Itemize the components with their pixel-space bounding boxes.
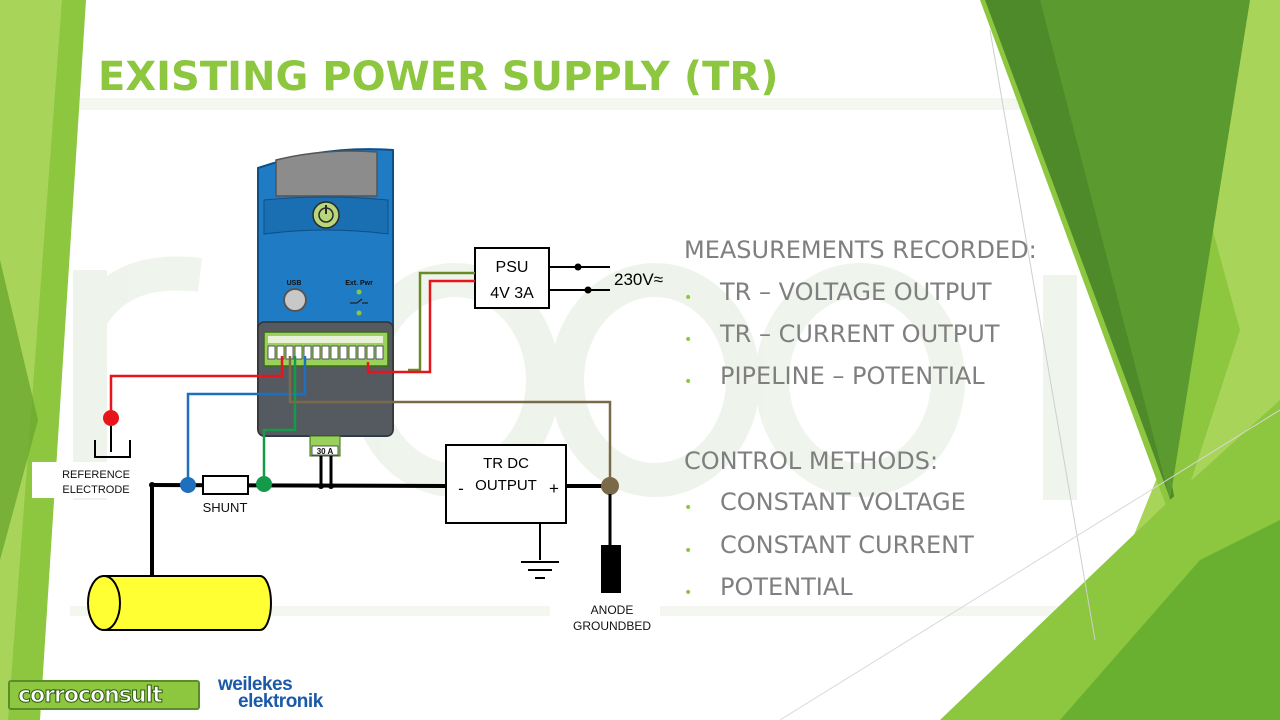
power-button-icon bbox=[312, 201, 340, 229]
brown-node bbox=[601, 477, 619, 495]
control-item-text: CONSTANT VOLTAGE bbox=[720, 488, 966, 516]
ref-electrode-line2: ELECTRODE bbox=[62, 484, 129, 496]
tr-line1: TR DC bbox=[483, 455, 529, 472]
control-item-text: CONSTANT CURRENT bbox=[720, 531, 974, 559]
mains-label: 230V≈ bbox=[614, 270, 663, 289]
psu-wire-olive bbox=[408, 271, 475, 372]
slide-title: EXISTING POWER SUPPLY (TR) bbox=[98, 54, 779, 100]
weilekes-logo-line2: elektronik bbox=[238, 691, 323, 712]
wire-red bbox=[109, 356, 284, 410]
wire-green bbox=[262, 356, 297, 484]
anode-line1: ANODE bbox=[591, 603, 634, 617]
measurement-item-text: TR – CURRENT OUTPUT bbox=[720, 320, 1000, 348]
device-display bbox=[275, 150, 378, 197]
green-node bbox=[256, 476, 272, 492]
pipeline bbox=[87, 575, 272, 631]
corroconsult-logo: corroconsult bbox=[8, 680, 200, 710]
wire-blue bbox=[186, 356, 307, 484]
tr-minus: - bbox=[458, 479, 464, 498]
measurements-heading: MEASUREMENTS RECORDED: bbox=[684, 236, 1037, 264]
control-item-text: POTENTIAL bbox=[720, 573, 853, 601]
measurement-item-text: PIPELINE – POTENTIAL bbox=[720, 362, 985, 390]
usb-label: USB bbox=[287, 280, 302, 287]
measurement-item-text: TR – VOLTAGE OUTPUT bbox=[720, 278, 992, 306]
psu-line2: 4V 3A bbox=[490, 285, 534, 302]
logger-device: USB Ext. Pwr 30 A bbox=[257, 148, 394, 457]
left-stripe-light bbox=[0, 0, 62, 720]
tr-box bbox=[445, 444, 567, 524]
shunt-resistor bbox=[202, 475, 249, 495]
usb-port-icon bbox=[283, 288, 307, 312]
psu-line1: PSU bbox=[496, 259, 529, 276]
tr-plus: + bbox=[549, 479, 559, 498]
reference-electrode-symbol bbox=[94, 440, 131, 458]
control-heading: CONTROL METHODS: bbox=[684, 447, 939, 475]
anode bbox=[601, 545, 621, 593]
right-shape-dark bbox=[985, 0, 1178, 520]
ext-pwr-label: Ext. Pwr bbox=[345, 280, 373, 287]
terminal-screws bbox=[267, 345, 384, 360]
ground-icon bbox=[521, 523, 559, 579]
wire-brown bbox=[288, 356, 612, 486]
tr-line2: OUTPUT bbox=[475, 477, 537, 494]
weilekes-logo: weilekes elektronik bbox=[218, 674, 323, 712]
corroconsult-logo-text: corroconsult bbox=[18, 683, 164, 709]
shunt-label: SHUNT bbox=[203, 500, 248, 515]
psu-box bbox=[474, 247, 550, 309]
connector-label: 30 A bbox=[317, 447, 334, 456]
right-shape-dark2 bbox=[1040, 0, 1250, 500]
negative-bus bbox=[151, 483, 447, 488]
anode-line2: GROUNDBED bbox=[573, 619, 651, 633]
reference-electrode-node bbox=[103, 410, 119, 426]
ref-electrode-line1: REFERENCE bbox=[62, 469, 130, 481]
psu-wire-red bbox=[366, 279, 475, 374]
blue-node bbox=[180, 477, 196, 493]
weilekes-logo-line1: weilekes bbox=[218, 674, 293, 695]
